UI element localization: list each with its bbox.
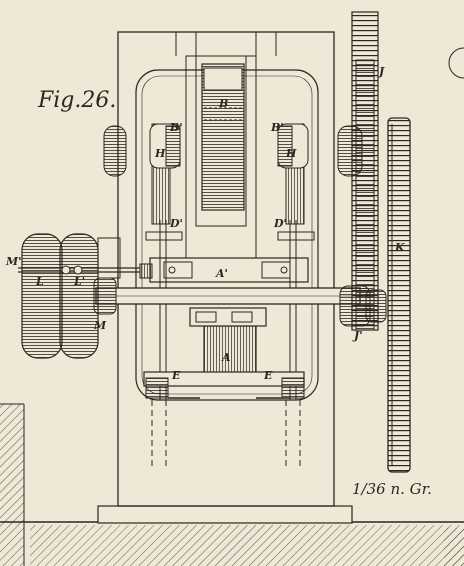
figure-label: Fig.26. (38, 88, 117, 113)
label-B-prime-right: B' (271, 121, 284, 134)
pulley-L (21, 233, 63, 359)
label-J-prime: J' (354, 329, 363, 342)
label-B: B (219, 97, 229, 110)
label-H-left: H (155, 147, 166, 160)
base-plate (97, 505, 353, 524)
gear-K (387, 117, 411, 473)
label-K: K (395, 241, 405, 254)
label-J: J (379, 65, 385, 78)
main-frame (117, 31, 335, 507)
label-B-prime-left: B' (170, 121, 183, 134)
label-A-prime: A' (216, 267, 228, 280)
label-A: A (222, 351, 231, 364)
label-M-prime: M' (6, 255, 22, 268)
label-E-right: E (264, 369, 273, 382)
label-E-left: E (172, 369, 181, 382)
boss-left (103, 125, 127, 177)
label-D-prime-right: D' (274, 217, 287, 230)
pulley-L-prime (59, 233, 99, 359)
label-M: M (94, 319, 107, 332)
left-wall-hatch (0, 404, 24, 566)
label-L: L (36, 275, 44, 288)
ground-hatch (30, 525, 464, 566)
label-L-prime: L' (74, 275, 86, 288)
label-H-right: H (286, 147, 297, 160)
scale-note: 1/36 n. Gr. (352, 480, 432, 498)
label-D-prime-left: D' (170, 217, 183, 230)
